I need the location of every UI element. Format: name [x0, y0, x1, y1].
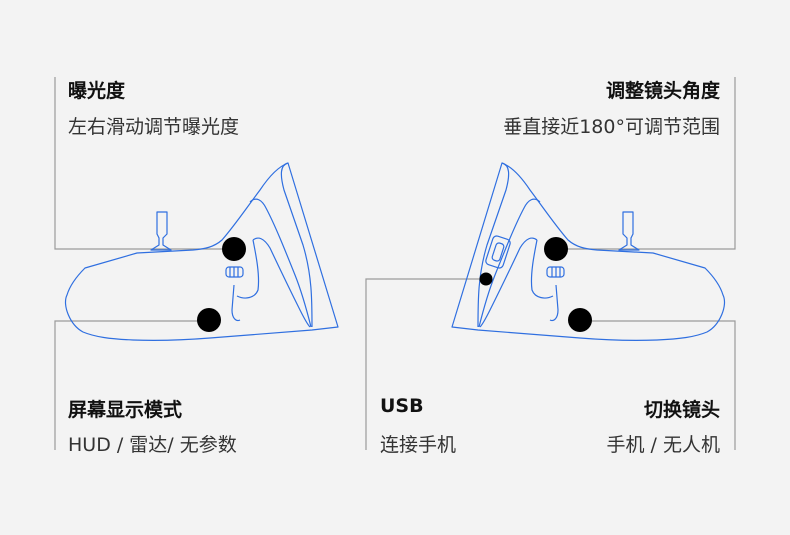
- leader-lens: [590, 320, 736, 450]
- leader-usb: [365, 278, 480, 450]
- usb-title: USB: [380, 395, 424, 417]
- controller-right-outline: [451, 162, 726, 341]
- controller-left-outline: [64, 162, 339, 341]
- marker-lens: [568, 308, 592, 332]
- lens-title: 切换镜头: [643, 399, 720, 421]
- exposure-desc: 左右滑动调节曝光度: [68, 116, 240, 138]
- callout-markers: [197, 237, 592, 332]
- display-desc: HUD / 雷达/ 无参数: [68, 434, 237, 456]
- marker-display: [197, 308, 221, 332]
- lens-desc: 手机 / 无人机: [606, 434, 720, 456]
- angle-desc: 垂直接近180°可调节范围: [503, 116, 720, 138]
- exposure-title: 曝光度: [68, 80, 126, 102]
- marker-angle: [544, 237, 568, 261]
- angle-title: 调整镜头角度: [605, 80, 720, 102]
- marker-exposure: [222, 237, 246, 261]
- marker-usb: [479, 272, 493, 286]
- usb-desc: 连接手机: [380, 434, 457, 456]
- usb-port-icon: [485, 235, 511, 269]
- display-title: 屏幕显示模式: [68, 399, 183, 421]
- leader-display: [54, 320, 200, 450]
